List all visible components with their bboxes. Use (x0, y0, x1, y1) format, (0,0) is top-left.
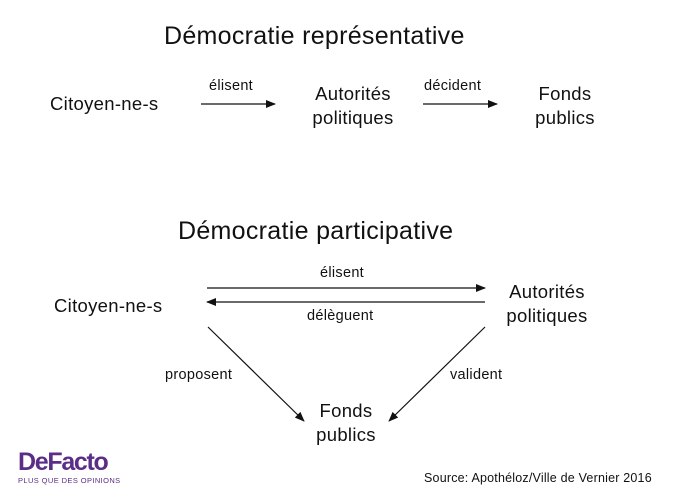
node-par-citizens: Citoyen-ne-s (54, 295, 163, 316)
label-rep-elect: élisent (209, 78, 254, 94)
node-par-funds-line1: Fonds (319, 400, 373, 421)
logo-wordmark: DeFacto (18, 448, 109, 476)
label-rep-decide: décident (424, 78, 482, 94)
logo-tagline: PLUS QUE DES OPINIONS (18, 476, 121, 485)
node-par-funds: Fonds publics (305, 399, 387, 447)
label-par-validate: valident (450, 367, 503, 383)
defacto-logo: DeFacto PLUS QUE DES OPINIONS (18, 448, 121, 485)
arrow-par-validate (388, 326, 486, 422)
label-par-delegate: délèguent (307, 308, 374, 324)
node-rep-funds-line2: publics (535, 107, 595, 128)
node-rep-authorities-line1: Autorités (315, 83, 391, 104)
node-rep-authorities-line2: politiques (312, 107, 394, 128)
node-rep-citizens: Citoyen-ne-s (50, 93, 159, 114)
title-representative: Démocratie représentative (164, 22, 465, 50)
node-par-authorities-line1: Autorités (509, 281, 585, 302)
title-participative: Démocratie participative (178, 217, 454, 245)
source-credit: Source: Apothéloz/Ville de Vernier 2016 (424, 471, 652, 485)
label-par-propose: proposent (165, 367, 233, 383)
node-par-authorities: Autorités politiques (494, 280, 600, 328)
node-rep-authorities: Autorités politiques (300, 82, 406, 130)
node-par-funds-line2: publics (316, 424, 376, 445)
label-par-elect: élisent (320, 265, 365, 281)
arrow-par-propose (207, 326, 305, 422)
node-rep-funds: Fonds publics (524, 82, 606, 130)
node-rep-funds-line1: Fonds (538, 83, 592, 104)
node-par-authorities-line2: politiques (506, 305, 588, 326)
